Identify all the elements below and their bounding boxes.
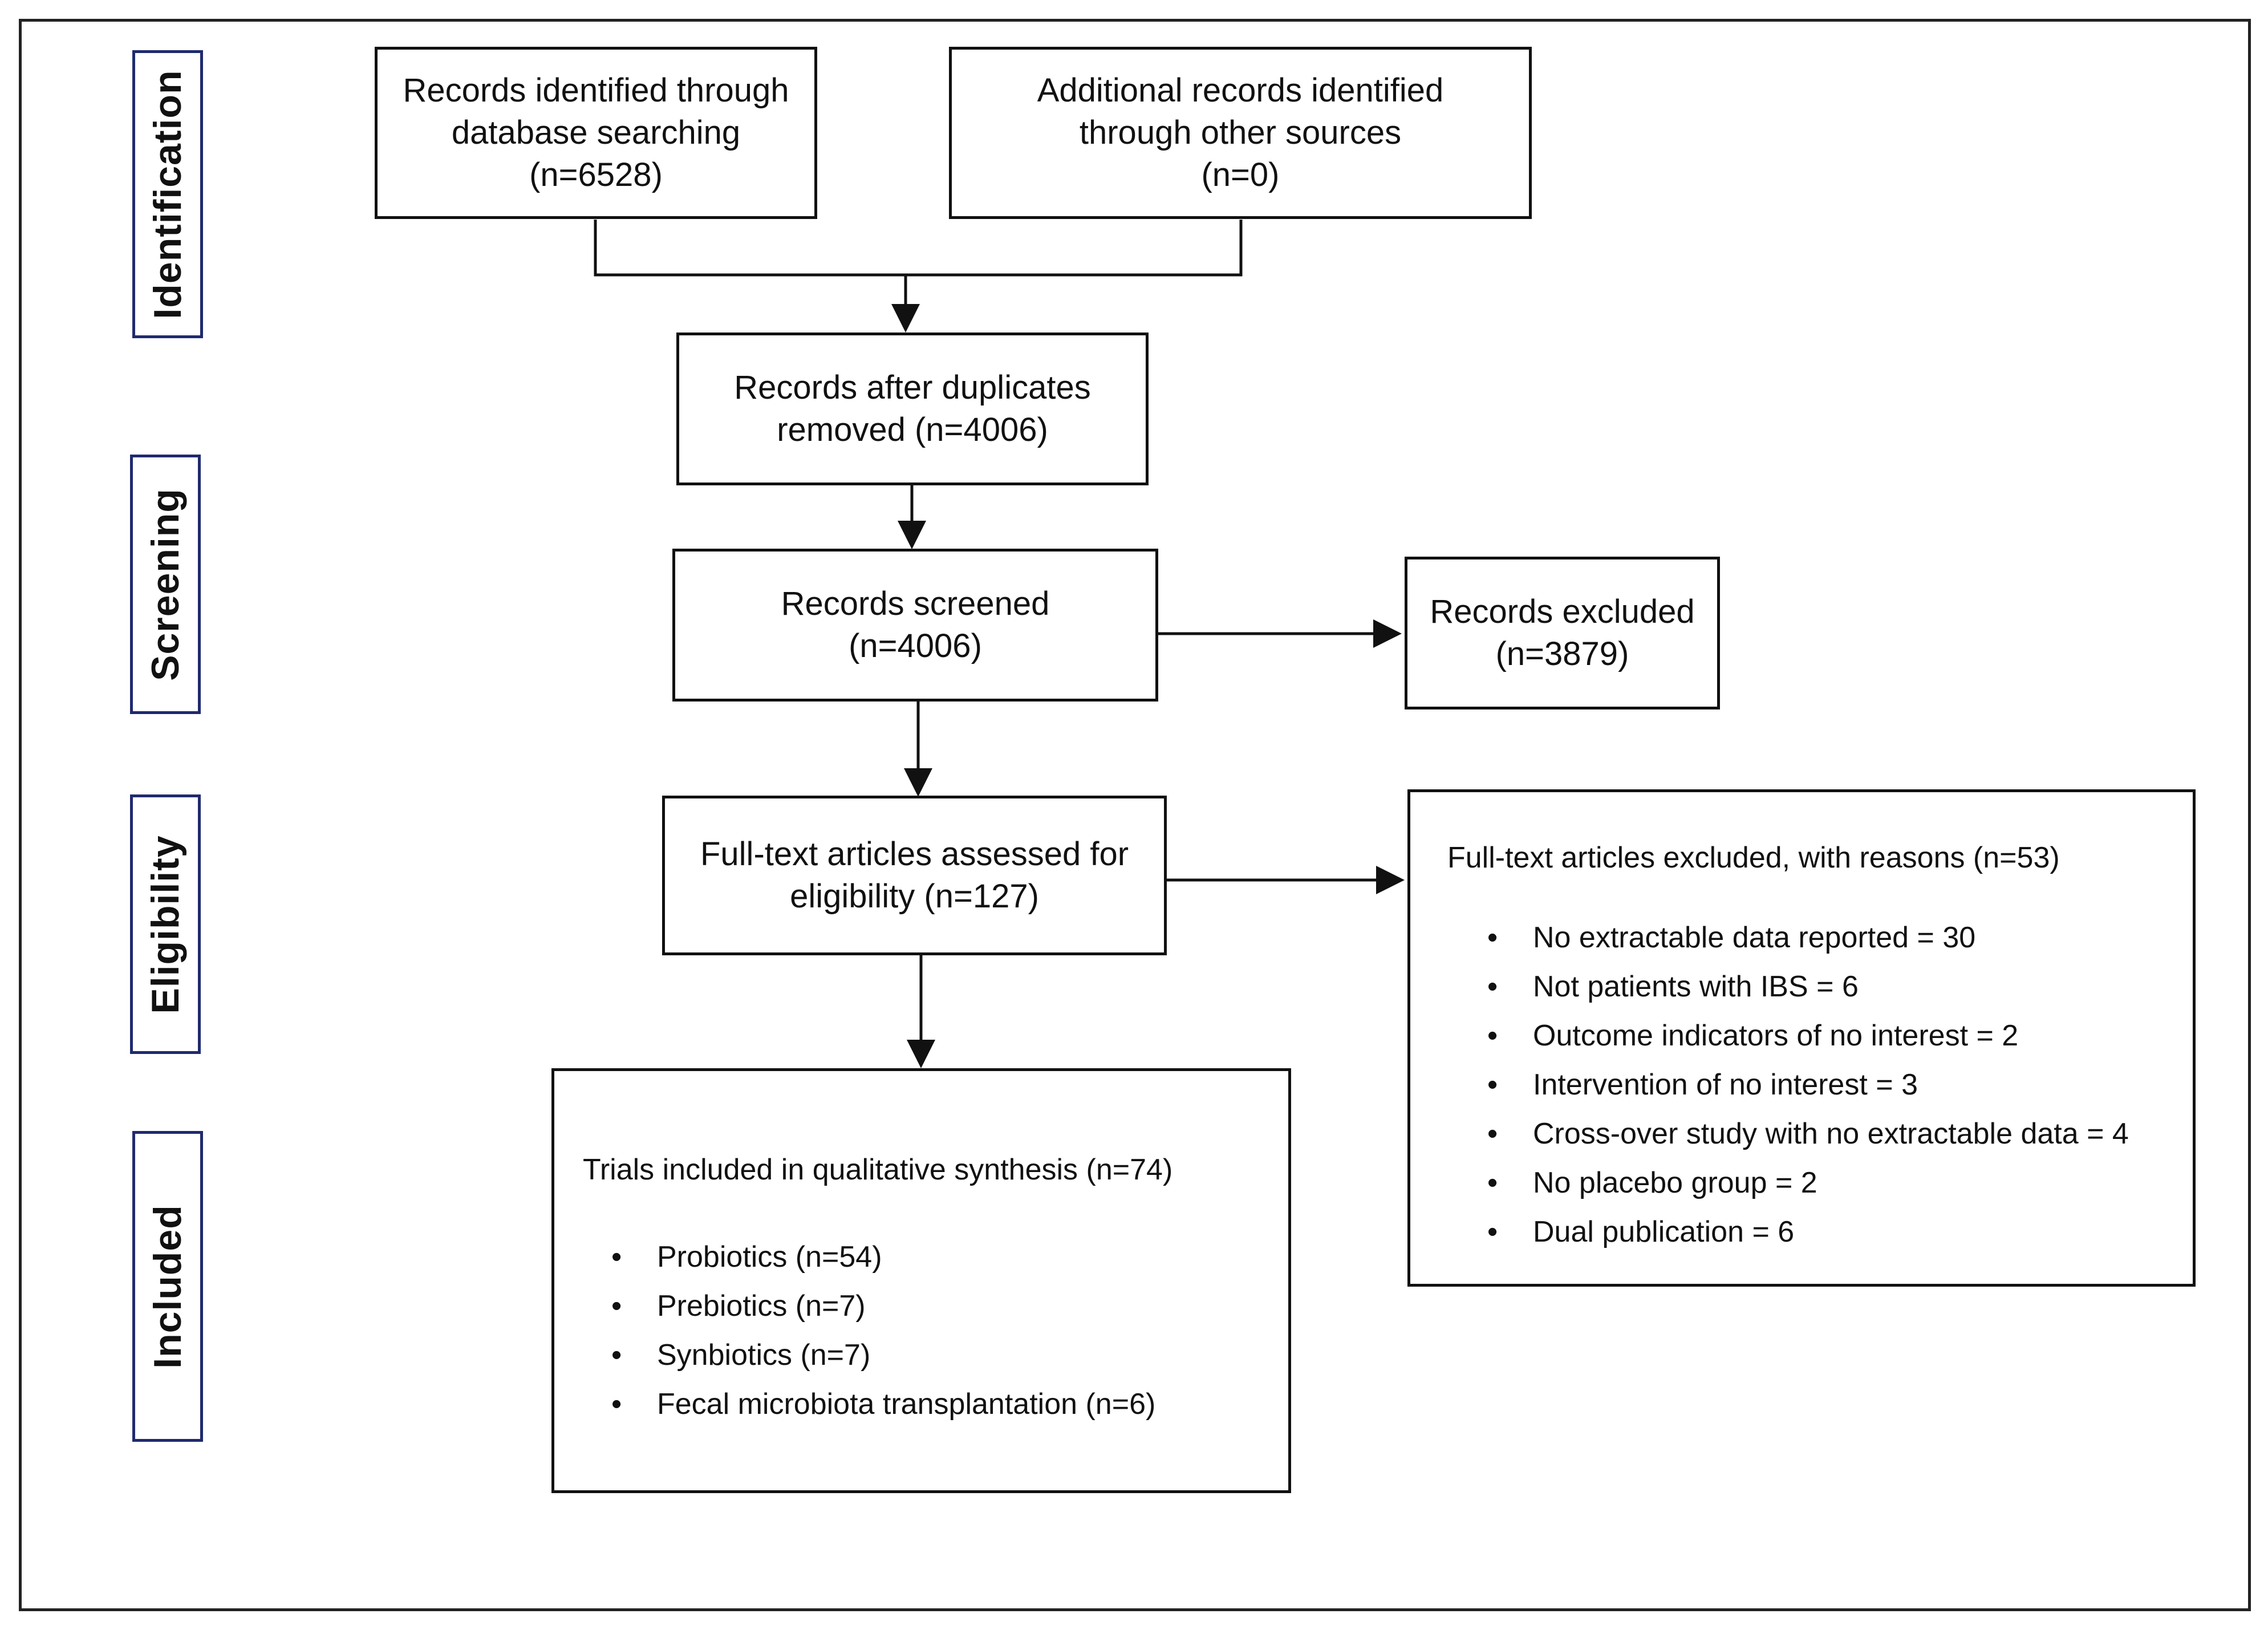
included-item: Synbiotics (n=7) (611, 1331, 1155, 1380)
exclusion-reason: Dual publication = 6 (1487, 1207, 2129, 1256)
figure-frame (19, 19, 2251, 1611)
fulltext-assessed-line-2: eligibility (n=127) (790, 878, 1039, 915)
fulltext-assessed-box: Full-text articles assessed for eligibil… (662, 796, 1167, 955)
other-sources-line-1: Additional records identified (1037, 72, 1444, 109)
duplicates-removed-line-2: removed (n=4006) (777, 411, 1048, 448)
stage-identification: Identification (132, 50, 203, 338)
included-item: Prebiotics (n=7) (611, 1282, 1155, 1331)
exclusion-reasons-list: No extractable data reported = 30 Not pa… (1487, 913, 2129, 1256)
database-records-count: (n=6528) (529, 156, 663, 193)
stage-included: Included (132, 1131, 203, 1442)
duplicates-removed-line-1: Records after duplicates (734, 369, 1091, 406)
exclusion-reason: Outcome indicators of no interest = 2 (1487, 1011, 2129, 1060)
other-sources-line-2: through other sources (1079, 114, 1402, 151)
records-screened-line-1: Records screened (781, 585, 1050, 622)
other-sources-count: (n=0) (1201, 156, 1280, 193)
included-trials-list: Probiotics (n=54) Prebiotics (n=7) Synbi… (611, 1232, 1155, 1429)
records-excluded-box: Records excluded (n=3879) (1405, 557, 1720, 709)
included-item: Fecal microbiota transplantation (n=6) (611, 1380, 1155, 1429)
exclusion-reason: No extractable data reported = 30 (1487, 913, 2129, 962)
included-trials-heading: Trials included in qualitative synthesis… (583, 1153, 1173, 1186)
fulltext-excluded-box: Full-text articles excluded, with reason… (1407, 789, 2196, 1287)
exclusion-reason: Cross-over study with no extractable dat… (1487, 1109, 2129, 1158)
stage-eligibility: Eligibility (130, 794, 201, 1054)
database-records-line-1: Records identified through (403, 72, 789, 109)
records-excluded-line-1: Records excluded (1430, 593, 1695, 630)
merge-connector (594, 220, 1243, 277)
stage-screening: Screening (130, 455, 201, 714)
exclusion-reason: No placebo group = 2 (1487, 1158, 2129, 1207)
duplicates-removed-box: Records after duplicates removed (n=4006… (676, 333, 1149, 485)
other-sources-box: Additional records identified through ot… (949, 47, 1532, 219)
database-records-box: Records identified through database sear… (375, 47, 817, 219)
included-trials-box: Trials included in qualitative synthesis… (551, 1068, 1291, 1493)
records-excluded-count: (n=3879) (1495, 635, 1629, 672)
exclusion-reason: Not patients with IBS = 6 (1487, 962, 2129, 1011)
fulltext-excluded-heading: Full-text articles excluded, with reason… (1447, 841, 2060, 874)
included-item: Probiotics (n=54) (611, 1232, 1155, 1282)
records-screened-count: (n=4006) (849, 627, 982, 664)
exclusion-reason: Intervention of no interest = 3 (1487, 1060, 2129, 1109)
fulltext-assessed-line-1: Full-text articles assessed for (700, 836, 1129, 873)
records-screened-box: Records screened (n=4006) (672, 549, 1158, 702)
database-records-line-2: database searching (451, 114, 741, 151)
